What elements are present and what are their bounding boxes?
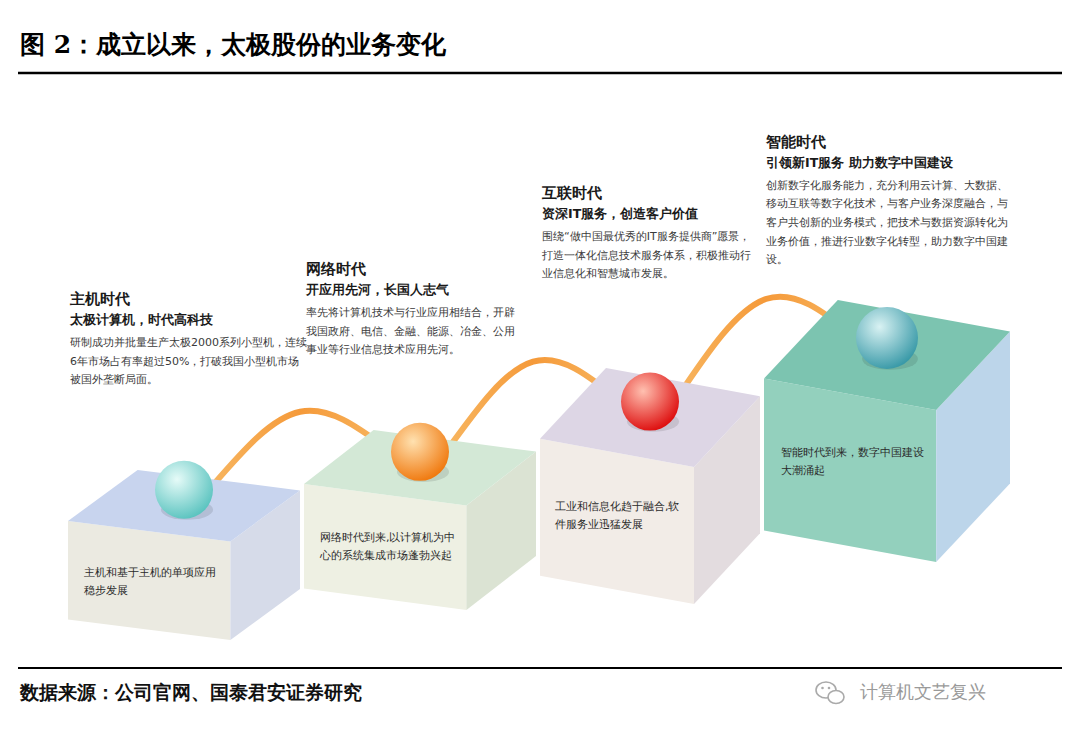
era-description: 率先将计算机技术与行业应用相结合，开辟我国政府、电信、金融、能源、冶金、公用事业… <box>306 304 524 360</box>
era-heading: 主机时代 <box>70 290 308 309</box>
top-rule <box>18 72 1062 75</box>
era-heading: 网络时代 <box>306 260 524 279</box>
sphere <box>856 307 918 369</box>
cube-shape <box>68 470 300 640</box>
cube-front <box>304 484 466 610</box>
era-subheading: 开应用先河，长国人志气 <box>306 282 524 299</box>
era-description: 研制成功并批量生产太极2000系列小型机，连续6年市场占有率超过50%，打破我国… <box>70 334 308 390</box>
era-subheading: 资深IT服务，创造客户价值 <box>542 206 754 223</box>
cube-top <box>764 300 1010 410</box>
figure-title: 图 2：成立以来，太极股份的业务变化 <box>20 28 446 61</box>
bottom-rule <box>18 667 1062 669</box>
cube-shape <box>304 430 536 610</box>
sphere <box>621 373 679 431</box>
watermark: 计算机文艺复兴 <box>860 680 986 704</box>
sphere <box>391 423 449 481</box>
cube-shape <box>764 300 1010 562</box>
era-cube: 网络时代开应用先河，长国人志气率先将计算机技术与行业应用相结合，开辟我国政府、电… <box>304 430 536 610</box>
wechat-icon <box>816 682 844 704</box>
era-cube: 互联时代资深IT服务，创造客户价值围绕“做中国最优秀的IT服务提供商”愿景，打造… <box>540 368 760 604</box>
sphere <box>155 461 213 519</box>
era-cube: 智能时代引领新IT服务 助力数字中国建设创新数字化服务能力，充分利用云计算、大数… <box>764 300 1010 562</box>
cube-front <box>540 439 694 604</box>
era-subheading: 引领新IT服务 助力数字中国建设 <box>766 155 1014 172</box>
era-heading: 互联时代 <box>542 184 754 203</box>
cube-caption: 智能时代到来，数字中国建设大潮涌起 <box>781 444 929 479</box>
cube-caption: 主机和基于主机的单项应用稳步发展 <box>84 564 223 599</box>
era-subheading: 太极计算机，时代高科技 <box>70 312 308 329</box>
source-caption: 数据来源：公司官网、国泰君安证券研究 <box>20 680 362 706</box>
cube-caption: 工业和信息化趋于融合,软件服务业迅猛发展 <box>555 498 687 533</box>
cube-front <box>68 521 230 640</box>
era-description: 创新数字化服务能力，充分利用云计算、大数据、移动互联等数字化技术，与客户业务深度… <box>766 177 1014 270</box>
era-heading: 智能时代 <box>766 133 1014 152</box>
cube-front <box>764 379 936 562</box>
era-cube: 主机时代太极计算机，时代高科技研制成功并批量生产太极2000系列小型机，连续6年… <box>68 470 300 640</box>
cube-caption: 网络时代到来,以计算机为中心的系统集成市场蓬勃兴起 <box>320 529 459 564</box>
era-description: 围绕“做中国最优秀的IT服务提供商”愿景，打造一体化信息技术服务体系，积极推动行… <box>542 228 754 284</box>
cube-shape <box>540 368 760 604</box>
cube-top <box>540 368 760 467</box>
